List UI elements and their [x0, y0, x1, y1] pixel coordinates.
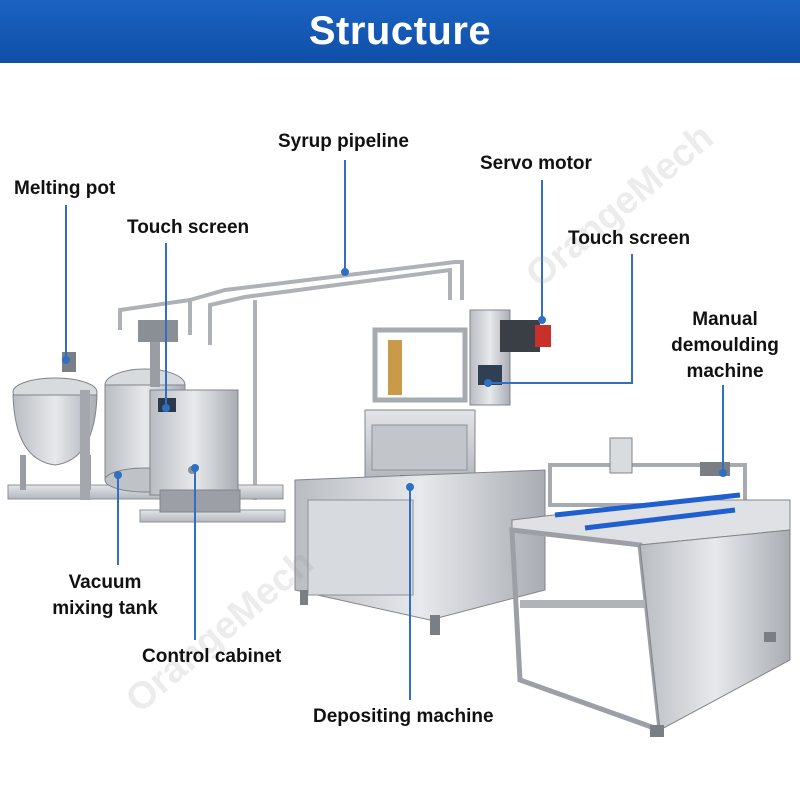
- label-manual-demoulding-line3: machine: [686, 361, 764, 382]
- manual-demoulding-machine: [509, 437, 791, 737]
- label-manual-demoulding: Manual demoulding machine: [665, 307, 785, 385]
- label-melting-pot: Melting pot: [14, 178, 116, 199]
- machine-illustration: [7, 160, 791, 737]
- label-manual-demoulding-line1: Manual: [692, 309, 758, 330]
- label-manual-demoulding-line2: demoulding: [671, 335, 779, 356]
- page-title: Structure: [308, 9, 492, 53]
- syrup-pipeline-tubes: [118, 260, 464, 500]
- leader-lines: [62, 160, 727, 700]
- label-touch-screen-right: Touch screen: [568, 228, 691, 249]
- leader-touch-screen-right: [488, 254, 633, 384]
- label-touch-screen-left: Touch screen: [127, 217, 250, 238]
- label-control-cabinet: Control cabinet: [142, 646, 282, 667]
- label-depositing-machine: Depositing machine: [313, 706, 494, 727]
- label-vacuum-mixing-line1: Vacuum: [68, 572, 142, 593]
- title-banner: [0, 0, 800, 63]
- label-servo-motor: Servo motor: [480, 153, 592, 174]
- label-syrup-pipeline: Syrup pipeline: [278, 131, 409, 152]
- depositing-machine: [294, 309, 551, 635]
- label-vacuum-mixing-tank: Vacuum mixing tank: [45, 570, 165, 622]
- label-vacuum-mixing-line2: mixing tank: [52, 598, 158, 619]
- melting-pot: [12, 352, 98, 490]
